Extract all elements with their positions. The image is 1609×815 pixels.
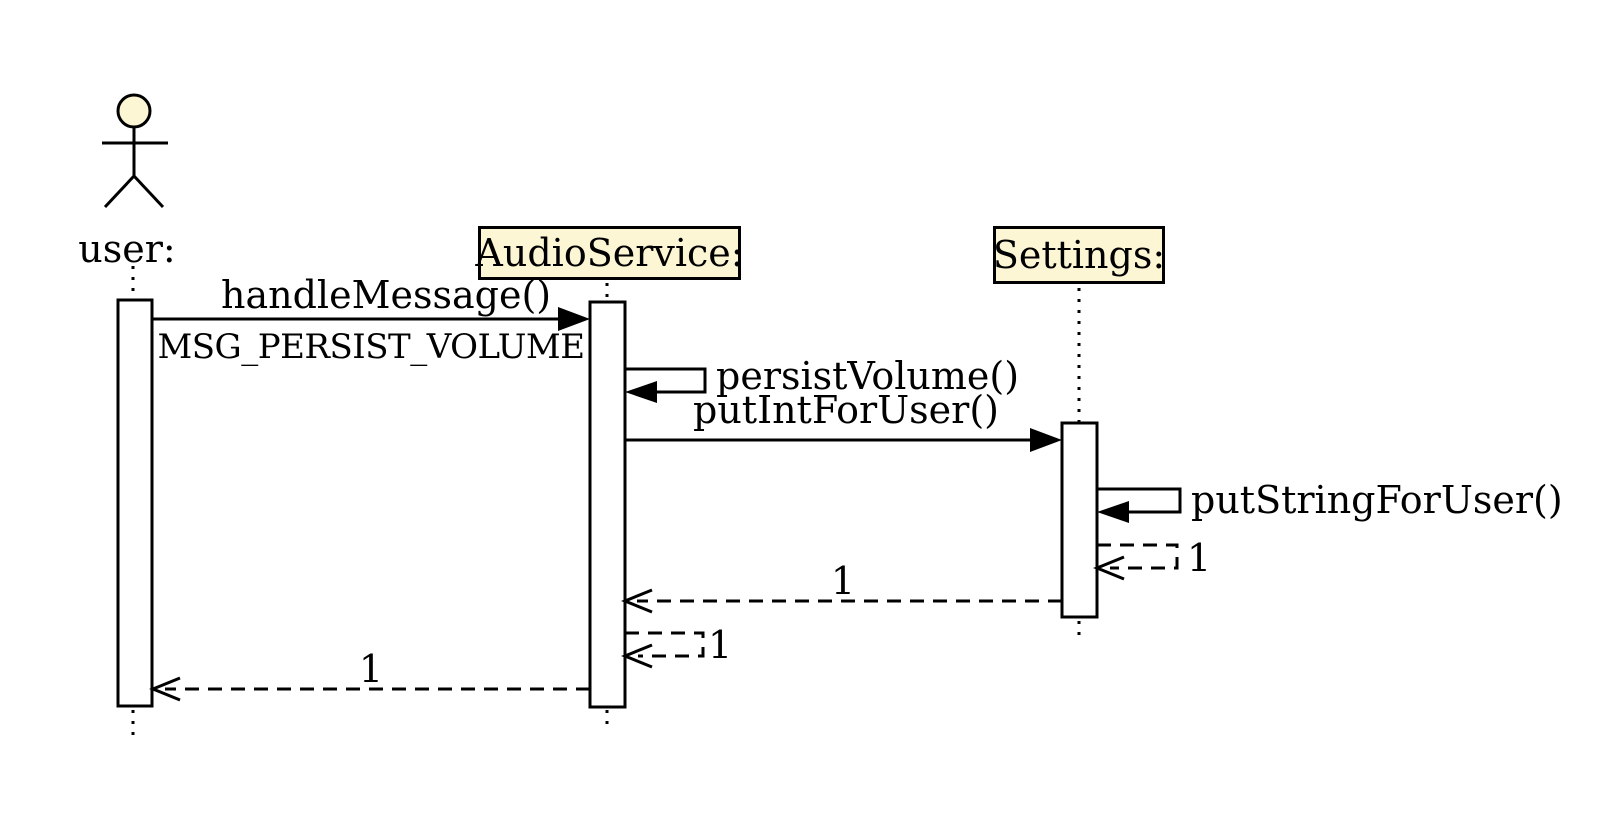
activation-bar-audioservice — [588, 300, 627, 709]
message-label-persistvolume: persistVolume() — [716, 354, 1020, 398]
participant-box-audioservice: AudioService: — [475, 226, 744, 280]
participant-label-audioservice: AudioService: — [475, 231, 744, 275]
message-label-handlemessage: handleMessage() — [221, 273, 552, 317]
participant-label-user: user: — [78, 227, 176, 271]
actor-head-icon — [116, 93, 152, 129]
arrowhead-open — [621, 588, 653, 614]
message-arrow-putstringforuser-selfcall — [1097, 487, 1182, 523]
participant-box-settings: Settings: — [993, 226, 1165, 284]
message-param-label-msg-persist-volume: MSG_PERSIST_VOLUME — [157, 327, 585, 367]
message-arrow-settings-return — [621, 588, 1062, 614]
message-label-putintforuser: putIntForUser() — [693, 388, 999, 432]
arrowhead-solid — [1030, 428, 1062, 452]
arrowhead-open — [621, 643, 653, 669]
message-arrow-settings-self-return — [1093, 543, 1179, 581]
message-arrow-handlemessage — [153, 307, 590, 331]
return-label-settings-to-audioservice: 1 — [830, 559, 856, 603]
participant-label-settings: Settings: — [992, 233, 1166, 277]
message-label-putstringforuser: putStringForUser() — [1191, 478, 1563, 522]
message-arrow-user-return — [149, 676, 590, 702]
actor-left-leg-line — [103, 174, 136, 209]
actor-right-leg-line — [132, 174, 165, 209]
arrowhead-solid — [625, 381, 657, 403]
arrowhead-solid — [558, 307, 590, 331]
arrowhead-open — [149, 676, 181, 702]
arrowhead-solid — [1097, 501, 1129, 523]
actor-user-icon — [102, 93, 168, 209]
message-arrow-putintforuser — [625, 428, 1062, 452]
arrowhead-open — [1093, 555, 1125, 581]
return-label-audioservice-self: 1 — [708, 623, 733, 667]
message-arrow-persistvolume-selfcall — [625, 367, 707, 403]
activation-bar-settings — [1060, 421, 1099, 619]
return-label-settings-self: 1 — [1187, 536, 1212, 580]
return-label-audioservice-to-user: 1 — [358, 647, 384, 691]
message-arrow-audioservice-self-return — [621, 631, 705, 669]
activation-bar-user — [116, 298, 154, 708]
